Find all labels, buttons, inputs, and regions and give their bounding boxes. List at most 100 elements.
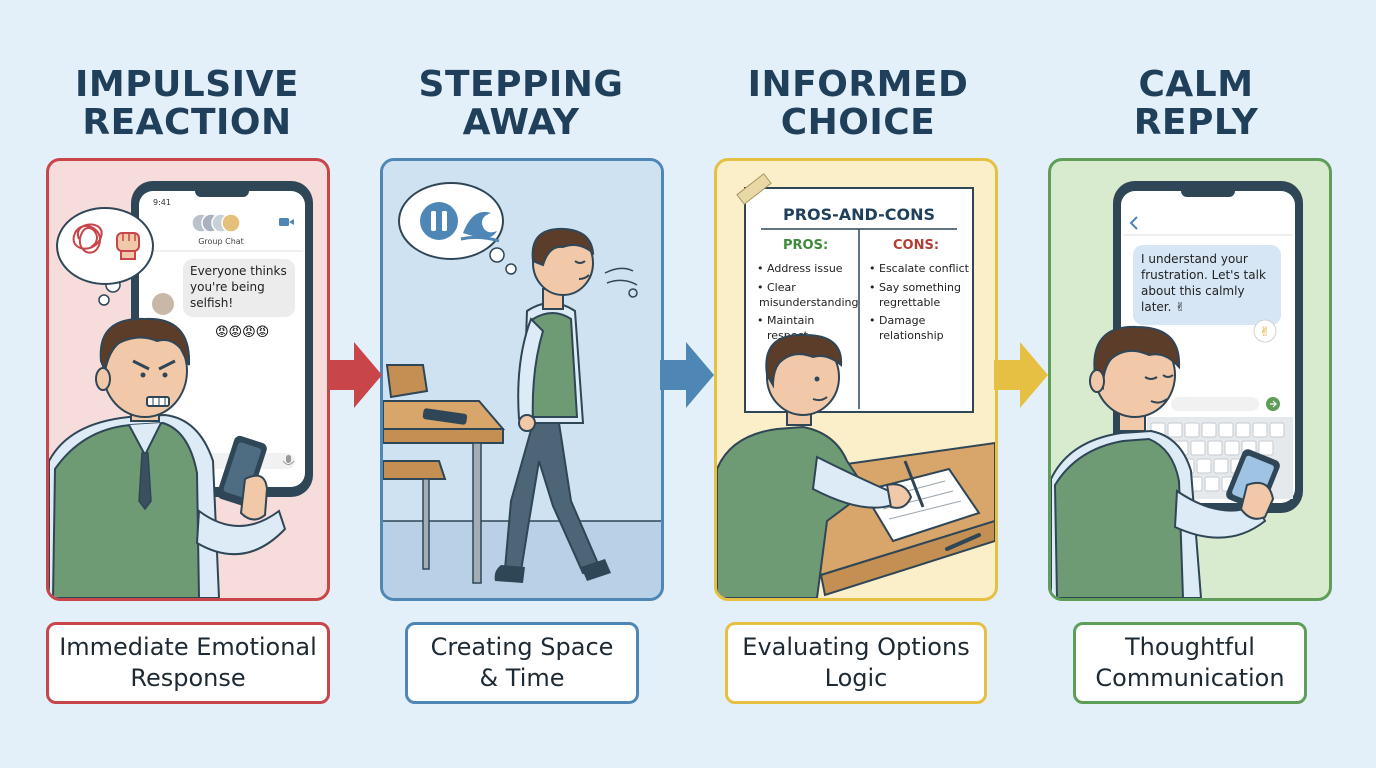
calm-student-illustration: [1051, 325, 1280, 598]
reply-input[interactable]: [1171, 397, 1259, 411]
keyboard-key[interactable]: [1201, 422, 1217, 438]
seated-student-illustration: [717, 333, 925, 598]
pros-bullet: •: [757, 262, 764, 275]
pencil-icon: [945, 533, 981, 551]
phone-on-desk-icon: [422, 408, 468, 425]
group-avatars-icon: [191, 213, 241, 233]
flow-arrow-2: [660, 342, 714, 408]
caption-line: Immediate Emotional: [59, 633, 317, 661]
walking-student-illustration: [494, 227, 611, 583]
title-line: AWAY: [462, 102, 580, 143]
caption-line: Logic: [824, 664, 888, 692]
keyboard-key[interactable]: [1224, 440, 1240, 456]
panel-informed-choice: PROS-AND-CONS PROS: CONS: • Address issu…: [714, 158, 998, 601]
cons-item: Escalate conflict: [879, 262, 970, 275]
title-line: IMPULSIVE: [74, 64, 300, 105]
peace-reaction-icon: ✌: [1260, 325, 1271, 340]
send-icon: [1270, 400, 1277, 408]
phone-time: 9:41: [153, 198, 171, 207]
keyboard-key[interactable]: [1235, 422, 1251, 438]
angry-student-illustration: [49, 317, 287, 598]
panel-calm-reply: I understand your frustration. Let's tal…: [1048, 158, 1332, 601]
message-text: you're being: [190, 280, 265, 294]
caption-creating-space-time: Creating Space & Time: [405, 622, 639, 704]
wave-icon: [460, 211, 500, 243]
cons-bullet: •: [869, 314, 876, 327]
sender-avatar: [152, 293, 174, 315]
panel-stepping-away: [380, 158, 664, 601]
title-line: REPLY: [1133, 102, 1259, 143]
message-text: about this calmly: [1141, 284, 1245, 298]
cons-bullet: •: [869, 281, 876, 294]
message-text: later. ✌: [1141, 300, 1185, 314]
pros-bullet: •: [757, 281, 764, 294]
pros-bullet: •: [757, 314, 764, 327]
stage-title-stepping-away: STEPPING AWAY: [371, 66, 671, 142]
informed-choice-illustration: PROS-AND-CONS PROS: CONS: • Address issu…: [717, 173, 995, 598]
outgoing-message-bubble: [1133, 245, 1281, 325]
keyboard-key[interactable]: [1218, 422, 1234, 438]
scribble-icon: [72, 223, 103, 254]
caption-line: & Time: [479, 664, 565, 692]
caption-line: Evaluating Options: [742, 633, 970, 661]
keyboard-key[interactable]: [1196, 458, 1212, 474]
keyboard-key[interactable]: [1167, 422, 1183, 438]
title-line: REACTION: [82, 102, 292, 143]
pros-item: Clear: [767, 281, 796, 294]
keyboard-key[interactable]: [1207, 440, 1223, 456]
flow-arrow-3: [994, 342, 1048, 408]
title-line: INFORMED: [747, 64, 969, 105]
stepping-away-illustration: [383, 161, 661, 598]
keyboard-key[interactable]: [1190, 440, 1206, 456]
message-text: Everyone thinks: [190, 264, 287, 278]
desk-with-phone-illustration: [383, 364, 506, 584]
stage-title-impulsive-reaction: IMPULSIVE REACTION: [37, 66, 337, 142]
arrow-shape: [328, 342, 382, 408]
title-line: STEPPING: [418, 64, 624, 105]
caption-line: Creating Space: [430, 633, 614, 661]
stage-title-informed-choice: INFORMED CHOICE: [708, 66, 1008, 142]
cons-item: Damage: [879, 314, 926, 327]
flow-arrow-1: [328, 342, 382, 408]
thought-bubble: [56, 207, 154, 306]
caption-line: Response: [130, 664, 246, 692]
caption-evaluating-options-logic: Evaluating Options Logic: [725, 622, 987, 704]
message-text: I understand your: [1141, 252, 1248, 266]
incoming-message-bubble: [183, 259, 295, 317]
cons-item: Say something: [879, 281, 961, 294]
breath-icon: [604, 267, 638, 298]
cons-header: CONS:: [893, 238, 939, 253]
cons-item: regrettable: [879, 296, 940, 309]
message-text: frustration. Let's talk: [1141, 268, 1266, 282]
keyboard-key[interactable]: [1269, 422, 1285, 438]
pros-header: PROS:: [783, 238, 828, 253]
title-line: CALM: [1138, 64, 1254, 105]
back-chevron-icon[interactable]: [1129, 216, 1138, 230]
thought-bubble: [398, 182, 517, 275]
angry-reactions: 😡😡😡😡: [215, 325, 269, 340]
cons-bullet: •: [869, 262, 876, 275]
message-text: selfish!: [190, 296, 233, 310]
caption-line: Thoughtful: [1125, 633, 1255, 661]
keyboard-key[interactable]: [1213, 458, 1229, 474]
video-call-icon: [279, 218, 294, 226]
pros-item: misunderstanding: [759, 296, 858, 309]
arrow-shape: [660, 342, 714, 408]
keyboard-key[interactable]: [1184, 422, 1200, 438]
caption-immediate-emotional-response: Immediate Emotional Response: [46, 622, 330, 704]
chat-name: Group Chat: [198, 237, 244, 246]
impulsive-reaction-illustration: 9:41 Group Chat Everyone thinks you're b…: [49, 181, 313, 598]
keyboard-key[interactable]: [1258, 440, 1274, 456]
keyboard-key[interactable]: [1252, 422, 1268, 438]
title-line: CHOICE: [780, 102, 936, 143]
keyboard-key[interactable]: [1204, 476, 1220, 492]
arrow-shape: [994, 342, 1048, 408]
handheld-phone-icon: [217, 435, 267, 507]
fist-icon: [116, 232, 140, 260]
pause-icon: [420, 202, 458, 240]
panel-impulsive-reaction: 9:41 Group Chat Everyone thinks you're b…: [46, 158, 330, 601]
board-title: PROS-AND-CONS: [783, 205, 935, 224]
caption-line: Communication: [1095, 664, 1285, 692]
cons-item: relationship: [879, 329, 944, 342]
caption-thoughtful-communication: Thoughtful Communication: [1073, 622, 1307, 704]
